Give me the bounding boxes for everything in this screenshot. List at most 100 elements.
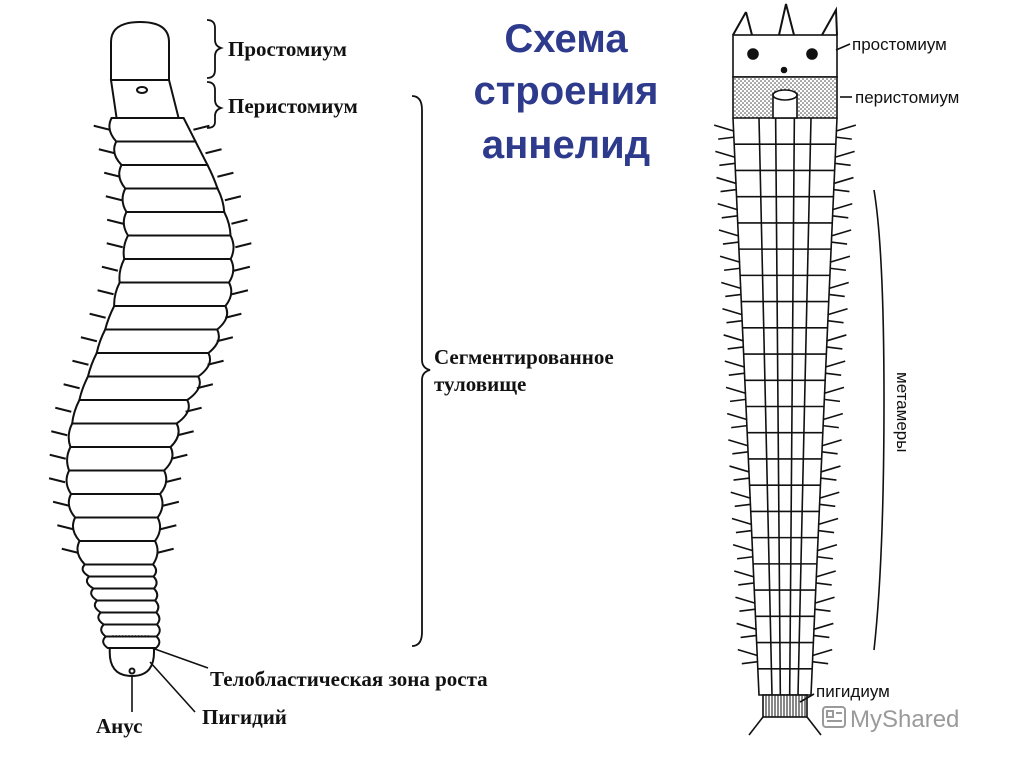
pygidium-shape bbox=[108, 647, 155, 678]
right-bristle bbox=[160, 524, 177, 531]
prostomium-shape bbox=[110, 20, 170, 81]
r-right-bristle bbox=[827, 319, 844, 324]
growth-zone-dot bbox=[118, 635, 121, 637]
left-bristle bbox=[105, 195, 123, 202]
watermark-text: MyShared bbox=[850, 706, 959, 733]
left-bristle bbox=[55, 406, 72, 413]
r-right-bristle bbox=[830, 229, 852, 237]
r-left-bristle bbox=[726, 319, 743, 324]
r-left-bristle bbox=[729, 465, 750, 473]
r-right-bristle bbox=[815, 582, 832, 586]
r-right-bristle bbox=[821, 451, 838, 455]
r-left-bristle bbox=[732, 451, 749, 455]
r-label-prostomium: простомиум bbox=[852, 35, 947, 54]
left-bristle bbox=[101, 265, 119, 272]
right-bristle bbox=[217, 171, 234, 178]
r-pygidium-leader bbox=[799, 693, 815, 703]
mouth-opening bbox=[136, 86, 148, 94]
r-right-bristle bbox=[816, 555, 834, 560]
r-right-bristle bbox=[813, 622, 834, 631]
r-right-bristle bbox=[828, 281, 849, 290]
r-right-bristle bbox=[819, 491, 840, 500]
r-right-bristle bbox=[814, 596, 835, 604]
right-bristle bbox=[171, 453, 188, 460]
metamers-bracket bbox=[873, 189, 885, 651]
trunk-segment bbox=[118, 258, 235, 284]
r-left-bristle bbox=[717, 203, 738, 211]
trunk-segment bbox=[113, 140, 210, 166]
left-bristle bbox=[97, 289, 114, 296]
left-bristle bbox=[80, 336, 98, 343]
peristomium-bracket bbox=[206, 81, 224, 129]
r-left-bristle bbox=[726, 412, 748, 421]
growth-zone-dot bbox=[115, 635, 118, 637]
left-bristle bbox=[52, 500, 70, 507]
r-right-bristle bbox=[835, 124, 857, 132]
growth-zone-dot bbox=[128, 635, 130, 637]
trunk-segment bbox=[100, 623, 161, 638]
growth-zone-dot bbox=[140, 635, 143, 637]
right-bristle bbox=[216, 336, 234, 343]
trunk-segment bbox=[71, 516, 162, 542]
trunk-segment bbox=[90, 587, 159, 602]
r-left-bristle bbox=[727, 346, 744, 350]
myshared-logo-icon bbox=[822, 706, 846, 728]
right-bristle bbox=[231, 289, 249, 296]
label-pygidium: Пигидий bbox=[202, 705, 287, 729]
left-bristle bbox=[61, 547, 79, 554]
r-left-bristle bbox=[713, 124, 735, 132]
right-bristle bbox=[235, 242, 252, 249]
r-right-bristle bbox=[811, 648, 833, 657]
r-left-bristle bbox=[736, 622, 757, 631]
r-right-bristle bbox=[835, 136, 852, 140]
trunk-segment bbox=[122, 211, 232, 237]
growth-zone-dot bbox=[144, 635, 146, 637]
r-left-bristle bbox=[734, 503, 751, 508]
trunk-segment bbox=[81, 563, 158, 578]
r-right-bristle bbox=[829, 267, 847, 272]
r-left-bristle bbox=[718, 229, 740, 237]
r-right-eye bbox=[806, 48, 818, 60]
trunk-segment bbox=[67, 422, 180, 448]
r-right-bristle bbox=[822, 412, 844, 421]
r-left-bristle bbox=[719, 255, 741, 264]
trunk-segment bbox=[97, 611, 161, 626]
title-line3: аннелид bbox=[482, 123, 650, 167]
right-bristle bbox=[231, 218, 248, 225]
left-bristle bbox=[89, 312, 106, 319]
r-right-bristle bbox=[812, 660, 829, 665]
right-bristle bbox=[157, 547, 174, 554]
left-bristle bbox=[48, 477, 66, 484]
r-left-bristle bbox=[732, 543, 754, 552]
trunk-segment bbox=[121, 187, 226, 213]
r-pygidium-shape bbox=[762, 694, 808, 718]
r-left-bristle bbox=[734, 570, 755, 578]
title-line1: Схема bbox=[504, 17, 628, 61]
r-right-bristle bbox=[826, 346, 843, 350]
r-left-bristle bbox=[716, 176, 737, 185]
left-leader-lines bbox=[131, 647, 209, 713]
trunk-segment bbox=[103, 305, 229, 331]
r-head-spikes bbox=[732, 3, 838, 36]
growth-zone-dot bbox=[121, 635, 124, 637]
title-line2: строения bbox=[473, 69, 658, 113]
r-left-bristle bbox=[737, 648, 759, 657]
r-right-bristle bbox=[834, 150, 855, 159]
r-left-bristle bbox=[739, 608, 756, 612]
r-right-bristle bbox=[826, 334, 847, 342]
r-left-bristle bbox=[724, 360, 746, 368]
r-left-bristle bbox=[723, 334, 744, 342]
r-left-bristle bbox=[722, 307, 743, 316]
right-bristle bbox=[162, 500, 180, 507]
r-right-bristle bbox=[825, 372, 842, 376]
r-right-bristle bbox=[829, 255, 851, 264]
r-left-bristle bbox=[720, 188, 737, 193]
growth-zone-dot bbox=[112, 635, 114, 637]
r-left-bristle bbox=[730, 491, 751, 500]
anus-mark bbox=[128, 667, 136, 675]
trunk-bracket bbox=[411, 95, 431, 647]
trunk-segment bbox=[78, 375, 201, 401]
r-right-bristle bbox=[823, 386, 845, 395]
r-right-bristle bbox=[821, 439, 842, 447]
r-middle-eye bbox=[780, 66, 788, 74]
